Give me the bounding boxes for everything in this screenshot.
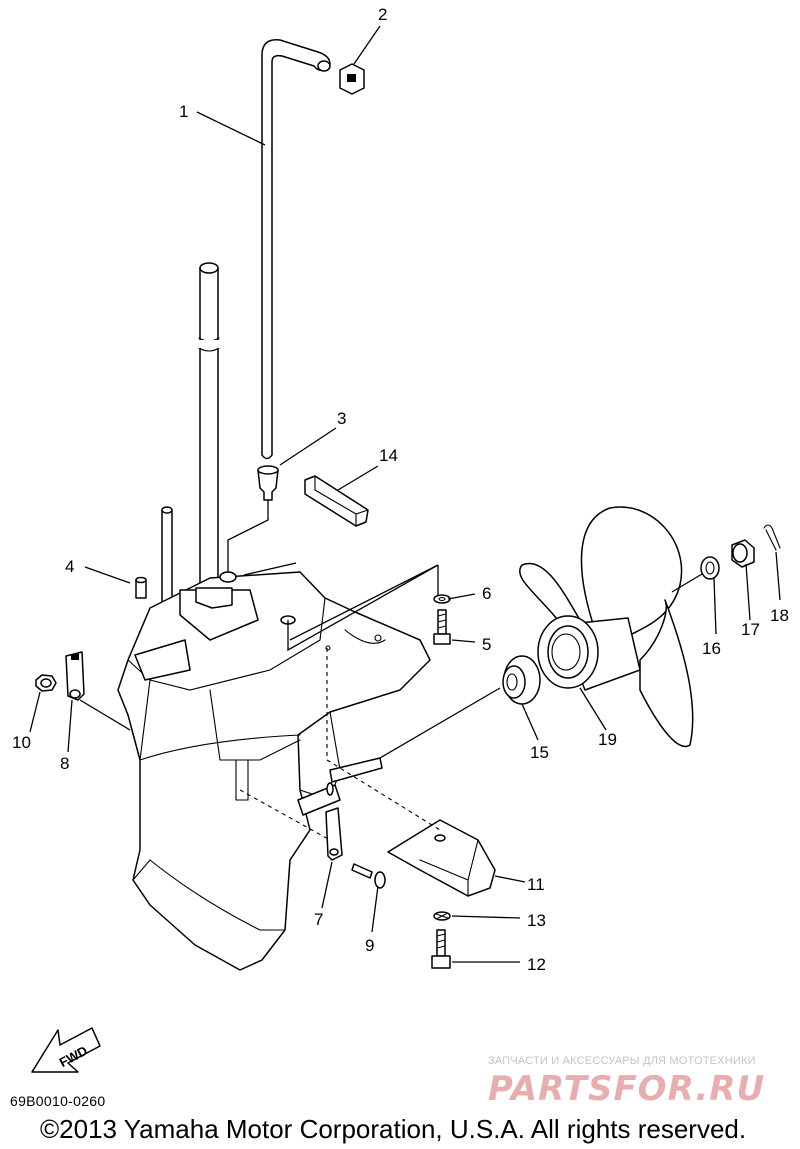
label-part-11: 11 xyxy=(527,875,545,894)
lower-unit-casing xyxy=(117,571,431,971)
label-part-6: 6 xyxy=(482,584,491,603)
anode-part-7 xyxy=(325,807,343,861)
label-part-19: 19 xyxy=(598,730,617,749)
nut-part-10 xyxy=(35,674,57,692)
label-part-15: 15 xyxy=(530,743,549,762)
label-part-17: 17 xyxy=(741,620,760,639)
label-part-8: 8 xyxy=(60,754,69,773)
screw-part-9 xyxy=(351,863,386,889)
label-part-10: 10 xyxy=(12,733,31,752)
washer-part-16 xyxy=(700,556,720,580)
label-part-16: 16 xyxy=(702,639,721,658)
leader-lines xyxy=(29,25,781,963)
diagram-code: 69B0010-0260 xyxy=(10,1093,106,1109)
watermark: ЗАПЧАСТИ И АКСЕССУАРЫ ДЛЯ МОТОТЕХНИКИ PA… xyxy=(488,1055,788,1109)
bolt-part-12 xyxy=(431,929,451,969)
washer-part-6 xyxy=(433,594,451,604)
anode-part-11 xyxy=(387,819,496,897)
label-part-5: 5 xyxy=(482,635,491,654)
label-part-13: 13 xyxy=(527,911,546,930)
forward-direction-arrow: FWD xyxy=(31,1027,101,1073)
spacer-part-15 xyxy=(502,655,541,705)
label-part-3: 3 xyxy=(337,409,346,428)
label-part-12: 12 xyxy=(527,955,546,974)
label-part-7: 7 xyxy=(314,910,323,929)
propeller-part-19 xyxy=(519,506,694,748)
watermark-brand-logo: PARTSFOR.RU xyxy=(488,1069,766,1109)
seal-part-3 xyxy=(257,465,279,501)
label-part-1: 1 xyxy=(179,102,188,121)
label-part-4: 4 xyxy=(65,557,74,576)
label-part-14: 14 xyxy=(379,446,398,465)
nut-part-17 xyxy=(731,539,755,568)
dowel-pin-part-4 xyxy=(135,576,147,599)
copyright-notice: ©2013 Yamaha Motor Corporation, U.S.A. A… xyxy=(40,1114,747,1144)
label-part-2: 2 xyxy=(378,5,387,24)
seal-part-14 xyxy=(304,475,369,527)
grommet-part-2 xyxy=(339,63,365,95)
drive-shaft xyxy=(196,262,222,593)
assembly-dash-lines xyxy=(239,648,441,841)
water-tube-part-1 xyxy=(261,39,331,460)
cotter-pin-part-18 xyxy=(763,524,781,551)
part-number-labels: 1 2 3 4 5 6 7 8 9 10 11 12 13 14 15 16 1… xyxy=(12,5,789,974)
lock-washer-part-13 xyxy=(433,911,451,921)
watermark-tagline: ЗАПЧАСТИ И АКСЕССУАРЫ ДЛЯ МОТОТЕХНИКИ xyxy=(488,1055,756,1067)
bolt-part-5 xyxy=(433,609,451,645)
label-part-18: 18 xyxy=(770,606,789,625)
label-part-9: 9 xyxy=(365,936,374,955)
bracket-part-8 xyxy=(65,651,85,701)
